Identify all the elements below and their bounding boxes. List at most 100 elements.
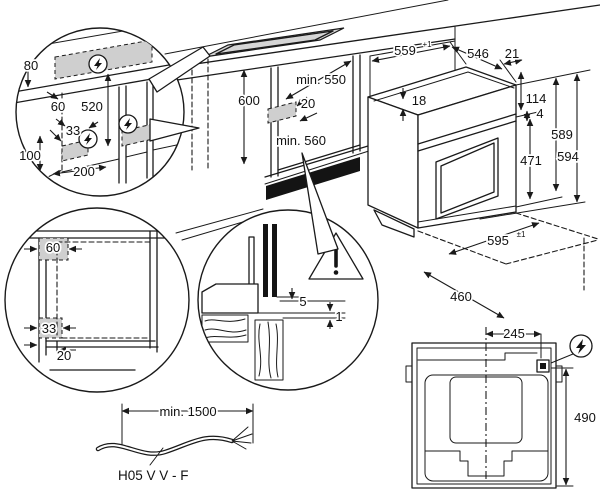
plinth-top-line bbox=[264, 149, 373, 185]
mains-terminal-core bbox=[540, 363, 546, 369]
topview-band-line bbox=[417, 352, 538, 361]
wall-edge-line bbox=[164, 0, 449, 55]
dim-490: 490 bbox=[574, 410, 596, 425]
dim-20: 20 bbox=[301, 96, 315, 111]
lightning-bolt-glyph bbox=[124, 118, 132, 130]
grain-lines bbox=[204, 318, 247, 339]
d2-right-wall bbox=[149, 230, 158, 353]
dim-20: 20 bbox=[57, 348, 71, 363]
dim-line-546 bbox=[451, 46, 503, 70]
lightning-bolt-glyph bbox=[94, 58, 102, 70]
lightning-icon bbox=[88, 54, 108, 74]
d1-arrow-zone bbox=[49, 129, 62, 142]
power-cable-detail: min. 1500 H05 V V - F bbox=[95, 402, 254, 485]
dim-589: 589 bbox=[551, 127, 573, 142]
cable-type-label: H05 V V - F bbox=[118, 468, 189, 483]
dim-60: 60 bbox=[46, 240, 60, 255]
d1-dim-200 bbox=[52, 164, 107, 177]
lightning-icon bbox=[78, 129, 98, 149]
hob-surface bbox=[203, 27, 345, 58]
dim-245: 245 bbox=[503, 326, 525, 341]
cabinet-niche-scene: 600 min. 550 20 min. 560 bbox=[164, 0, 600, 241]
dim-min550: min. 550 bbox=[296, 72, 346, 87]
oven-foot bbox=[373, 209, 415, 238]
d1-arrow-33a bbox=[55, 118, 66, 127]
dim-min1500: min. 1500 bbox=[159, 404, 216, 419]
dim-33: 33 bbox=[42, 321, 56, 336]
dim-60: 60 bbox=[51, 99, 65, 114]
dim-559: 559 bbox=[394, 43, 416, 58]
oven-top-view: 245 490 bbox=[405, 324, 598, 489]
niche-floor-top bbox=[277, 144, 361, 171]
dim-594: 594 bbox=[557, 149, 579, 164]
cable-curve-core bbox=[97, 436, 233, 455]
dim-559-tolerance: +1 bbox=[422, 40, 432, 49]
niche-left-wall bbox=[270, 66, 279, 178]
dim-line-460 bbox=[423, 271, 505, 319]
topview-left-tab bbox=[405, 365, 413, 383]
cable-label-pointer bbox=[149, 447, 164, 466]
detail-circle-front-view: 60 33 20 bbox=[4, 207, 190, 393]
dim-line-559 bbox=[371, 44, 451, 63]
electrical-zone-niche bbox=[267, 101, 297, 124]
d3-gap-lines bbox=[247, 296, 346, 319]
lightning-icon bbox=[118, 114, 138, 134]
worktop-top-edge bbox=[167, 4, 600, 69]
d3-door-panel-b bbox=[272, 224, 277, 297]
cable-wire-ends bbox=[231, 426, 253, 450]
d2-niche-dash bbox=[56, 241, 151, 339]
control-panel-lines bbox=[417, 113, 517, 152]
plinth-vent-bar bbox=[266, 157, 360, 200]
dim-460: 460 bbox=[450, 289, 472, 304]
dim-200: 200 bbox=[73, 164, 95, 179]
dim-114: 114 bbox=[526, 91, 547, 106]
d2-zone-top bbox=[38, 237, 69, 261]
door-window-outer bbox=[435, 137, 499, 220]
pullout-projection-dash bbox=[417, 212, 599, 291]
door-window-inner bbox=[440, 142, 495, 214]
callout-wedge-hob bbox=[148, 46, 211, 93]
dim-471: 471 bbox=[520, 153, 542, 168]
d3-wood-grain-vertical bbox=[254, 319, 284, 381]
hob bbox=[203, 27, 345, 58]
dim-600: 600 bbox=[238, 93, 260, 108]
dim-5: 5 bbox=[299, 294, 306, 309]
d1-arrow-60 bbox=[46, 91, 59, 100]
dim-595-tolerance: ±1 bbox=[517, 230, 526, 239]
warning-exclamation-dot bbox=[333, 270, 339, 275]
dim-33: 33 bbox=[66, 123, 80, 138]
oven-side-face bbox=[367, 96, 419, 229]
detail-circle-cross-section: 5 1 bbox=[197, 209, 379, 391]
dim-80: 80 bbox=[24, 58, 38, 73]
callout-pointers bbox=[148, 46, 339, 255]
dim-min560: min. 560 bbox=[276, 133, 326, 148]
dim-546: 546 bbox=[467, 46, 489, 61]
dim-595: 595 bbox=[487, 233, 509, 248]
grain-block bbox=[254, 319, 284, 381]
oven-perspective-view: 559 +1 546 21 18 114 4 471 589 594 595 ±… bbox=[367, 26, 599, 319]
hob-inner-frame bbox=[215, 30, 334, 55]
d1-arrow-33b bbox=[88, 121, 99, 129]
dim-line-595 bbox=[448, 222, 540, 255]
detail-circle-connection-zones: 80 60 520 33 100 200 bbox=[15, 27, 185, 197]
topview-inner bbox=[416, 347, 552, 485]
dim-18: 18 bbox=[412, 93, 426, 108]
detail-circle-2-outline bbox=[4, 207, 190, 393]
topview-outer bbox=[411, 342, 557, 489]
niche-right-wall bbox=[352, 54, 361, 154]
dim-1: 1 bbox=[335, 309, 342, 324]
dim-4: 4 bbox=[536, 106, 543, 121]
lightning-pointer bbox=[550, 353, 574, 364]
d3-worktop-slab bbox=[201, 283, 259, 314]
dim-520: 520 bbox=[81, 99, 103, 114]
dim-21: 21 bbox=[505, 46, 519, 61]
dim-100: 100 bbox=[19, 148, 41, 163]
callout-wedge-section bbox=[301, 152, 339, 255]
callout-wedge-zone bbox=[149, 118, 200, 142]
ext-490 bbox=[550, 367, 574, 487]
d3-front-frame bbox=[248, 236, 255, 288]
lightning-icon bbox=[550, 334, 593, 364]
lightning-bolt-glyph bbox=[84, 133, 92, 145]
